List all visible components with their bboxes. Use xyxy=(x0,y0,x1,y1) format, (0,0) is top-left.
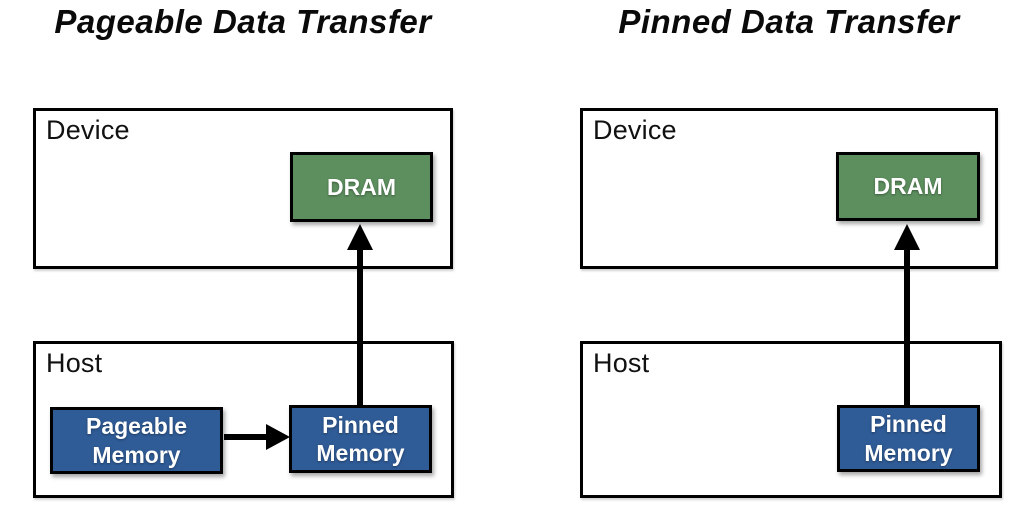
pinned-to-dram-arrow-head-icon-left xyxy=(347,224,373,250)
pageable-memory-box: Pageable Memory xyxy=(50,407,223,474)
dram-label-left: DRAM xyxy=(327,173,396,200)
device-label-right: Device xyxy=(593,115,677,145)
pinned-memory-label-left: Pinned Memory xyxy=(316,411,405,466)
pageable-memory-label: Pageable Memory xyxy=(86,413,187,468)
pageable-to-pinned-arrow-shaft xyxy=(224,434,270,440)
pinned-memory-label-right: Pinned Memory xyxy=(864,411,953,466)
device-label-left: Device xyxy=(46,115,130,145)
pinned-to-dram-arrow-head-icon-right xyxy=(894,224,920,250)
device-box-right: Device xyxy=(580,108,998,269)
pinned-transfer-title: Pinned Data Transfer xyxy=(618,3,960,40)
pinned-to-dram-arrow-shaft-left xyxy=(357,244,363,405)
pageable-transfer-title: Pageable Data Transfer xyxy=(54,3,432,40)
pinned-to-dram-arrow-shaft-right xyxy=(904,244,910,405)
host-label-left: Host xyxy=(46,348,103,378)
dram-box-left: DRAM xyxy=(290,152,433,222)
pageable-to-pinned-arrow-head-icon xyxy=(266,424,290,450)
dram-label-right: DRAM xyxy=(873,173,943,200)
pinned-memory-box-left: Pinned Memory xyxy=(289,405,432,473)
host-label-right: Host xyxy=(593,348,650,378)
dram-box-right: DRAM xyxy=(836,152,980,221)
pinned-memory-box-right: Pinned Memory xyxy=(837,405,980,472)
